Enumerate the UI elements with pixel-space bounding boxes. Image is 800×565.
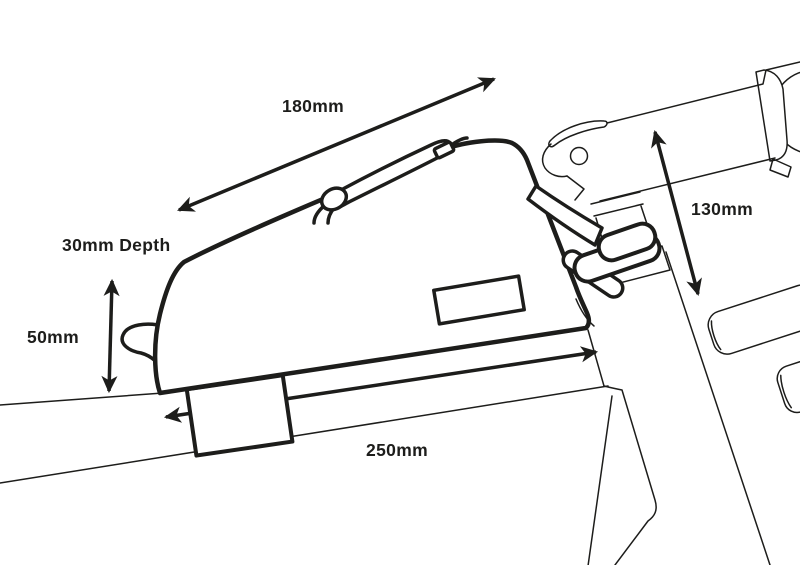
spacer-line-1 [590, 191, 641, 205]
bag-label-patch [432, 274, 526, 326]
top-tube-lower-line [0, 385, 609, 484]
stem-bottom-edge [599, 157, 776, 202]
dim-label-50mm: 50mm [27, 327, 79, 347]
stem-top-edge [606, 61, 800, 124]
bike-line-art [0, 61, 800, 565]
bag-corner-fold [575, 298, 595, 327]
spacer-line-2 [593, 203, 644, 217]
stem-bolt [569, 146, 589, 166]
dim-label-30mm-depth: 30mm Depth [62, 235, 171, 255]
rear-strap-buckle [526, 184, 662, 299]
dim-arrow-130mm [651, 129, 702, 297]
brake-hood-upper [707, 284, 800, 355]
top-tube-upper-line [0, 392, 164, 406]
strap-band [526, 184, 604, 247]
dim-arrow-180mm [177, 77, 496, 212]
dim-arrow-50mm [101, 278, 120, 394]
down-tube-edge [587, 395, 613, 565]
head-tube-front-edge [665, 251, 771, 565]
dim-label-250mm: 250mm [366, 440, 428, 460]
stem-faceplate [548, 120, 608, 148]
brake-hood-lower [776, 344, 800, 414]
head-tube-rear-edge [587, 329, 605, 387]
stem-nose [541, 143, 568, 178]
dim-label-180mm: 180mm [282, 96, 344, 116]
dim-label-130mm: 130mm [691, 199, 753, 219]
stem-clamp-foot [769, 158, 792, 178]
stem-cable-stop [566, 175, 585, 201]
fork-outline [603, 385, 657, 565]
